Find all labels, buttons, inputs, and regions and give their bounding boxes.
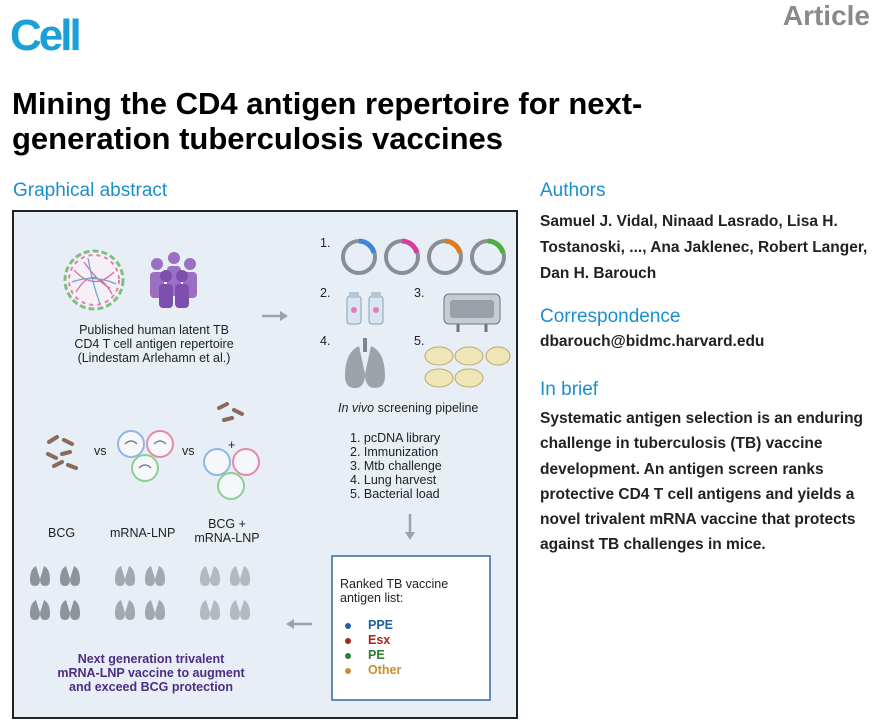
correspondence-heading: Correspondence (540, 306, 681, 327)
petri-dishes-icon (424, 346, 511, 388)
lung-icon (345, 338, 385, 388)
step-number-4: 4. (320, 334, 331, 348)
authors-heading: Authors (540, 180, 606, 201)
bcg-lungs-grid (30, 566, 80, 620)
mrna-lungs-grid (115, 566, 165, 620)
authors-list: Samuel J. Vidal, Ninaad Lasrado, Lisa H.… (540, 213, 868, 282)
pipeline-title: In vivo screening pipeline (338, 401, 479, 415)
people-icon (150, 252, 197, 308)
in-brief-text: Systematic antigen selection is an endur… (540, 410, 864, 554)
group-label-bcg: BCG (48, 526, 76, 540)
ranked-item-other: Other (368, 663, 402, 677)
ranked-item-esx: Esx (368, 633, 391, 647)
ranked-item-ppe: PPE (368, 618, 394, 632)
repertoire-caption: Published human latent TB CD4 T cell ant… (74, 323, 234, 365)
plus-label: + (228, 438, 236, 452)
ranked-box-title: Ranked TB vaccine antigen list: (340, 577, 449, 605)
graphical-abstract-figure (30, 238, 511, 701)
circos-plot-icon (63, 249, 125, 311)
paper-title: Mining the CD4 antigen repertoire for ne… (12, 86, 643, 156)
aerosol-chamber-icon (443, 293, 501, 332)
vs-label-2: vs (182, 444, 195, 458)
arrow-right-icon (262, 311, 288, 321)
bcg-mrna-lungs-grid (200, 566, 250, 620)
graphical-abstract-panel: Published human latent TB CD4 T cell ant… (12, 210, 518, 719)
pipeline-steps: 1. pcDNA library 2. Immunization 3. Mtb … (350, 431, 442, 501)
step-number-2: 2. (320, 286, 331, 300)
journal-logo: Cell (10, 11, 82, 60)
step-number-5: 5. (414, 334, 425, 348)
step-number-1: 1. (320, 236, 331, 250)
group-label-bcg-mrna-lnp: BCG + mRNA-LNP (194, 517, 260, 545)
ranked-bullets (345, 623, 351, 674)
graphical-abstract-heading: Graphical abstract (13, 180, 168, 201)
step-number-3: 3. (414, 286, 425, 300)
group-label-mrna-lnp: mRNA-LNP (110, 526, 176, 540)
article-type-label: Article (782, 0, 870, 31)
ranked-antigen-box (331, 555, 491, 701)
correspondence-email[interactable]: dbarouch@bidmc.harvard.edu (540, 333, 765, 350)
bcg-plus-mrna-lnp-icon (203, 402, 260, 500)
ranked-item-pe: PE (368, 648, 385, 662)
mrna-lnp-particles-icon (117, 430, 174, 482)
vs-label-1: vs (94, 444, 107, 458)
bcg-bacteria-icon (46, 435, 78, 470)
plasmid-library-icon (341, 238, 506, 275)
vaccine-vials-icon (346, 292, 384, 325)
arrow-left-icon (286, 619, 312, 629)
arrow-down-icon (405, 514, 415, 540)
conclusion-text: Next generation trivalent mRNA-LNP vacci… (57, 652, 245, 694)
in-brief-heading: In brief (540, 379, 599, 400)
